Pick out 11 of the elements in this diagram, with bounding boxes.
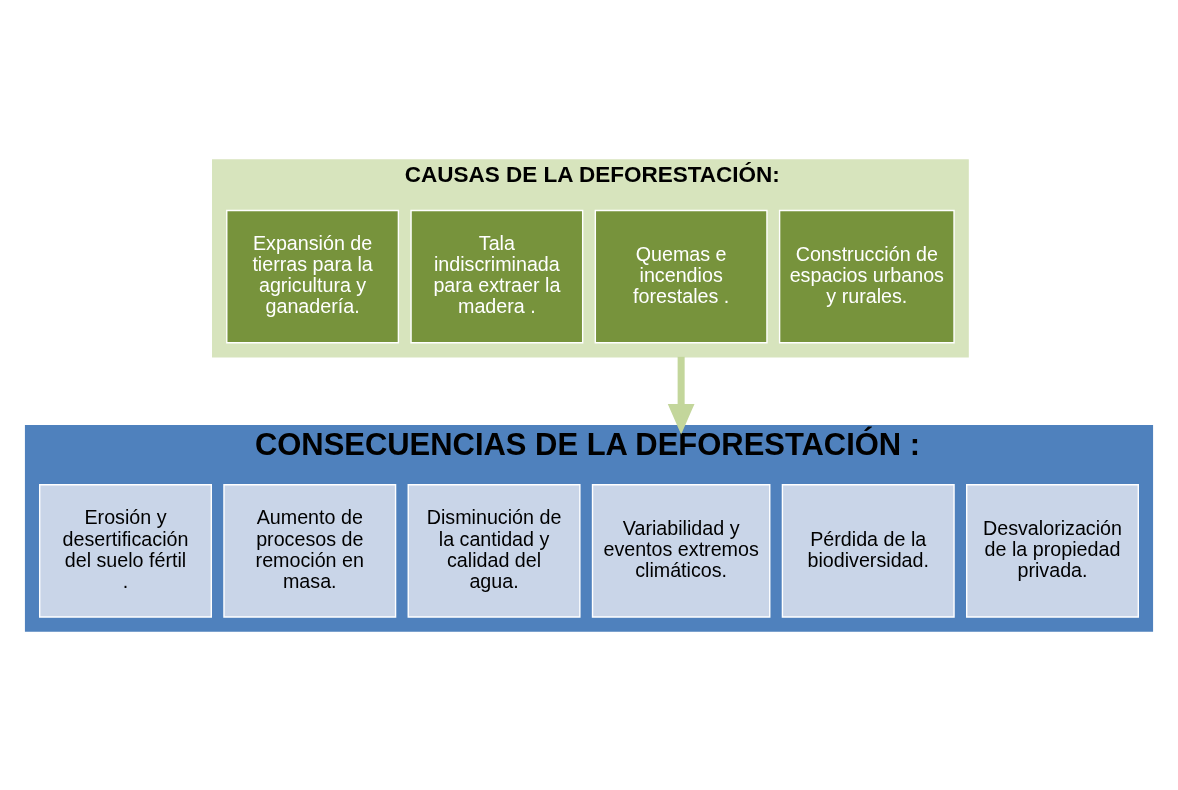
node-box: Tala indiscriminada para extraer la madera . [410, 209, 584, 343]
node-box: Disminución de la cantidad y calidad del agua. [407, 483, 581, 618]
node-box: Erosión y desertificación del suelo fértil . [39, 483, 212, 618]
node-box: Pérdida de la biodiversidad. [781, 483, 955, 618]
node-box: Quemas e incendios forestales . [594, 209, 768, 343]
node-box: Variabilidad y eventos extremos climáticos. [591, 483, 771, 618]
node-box: Expansión de tierras para la agricultura y ganadería. [226, 209, 400, 343]
node-box: Desvalorización de la propiedad privada. [966, 483, 1139, 618]
node-box: Construcción de espacios urbanos y rurales. [778, 209, 955, 343]
node-box: Aumento de procesos de remoción en masa. [223, 483, 397, 618]
arrow [667, 356, 695, 434]
